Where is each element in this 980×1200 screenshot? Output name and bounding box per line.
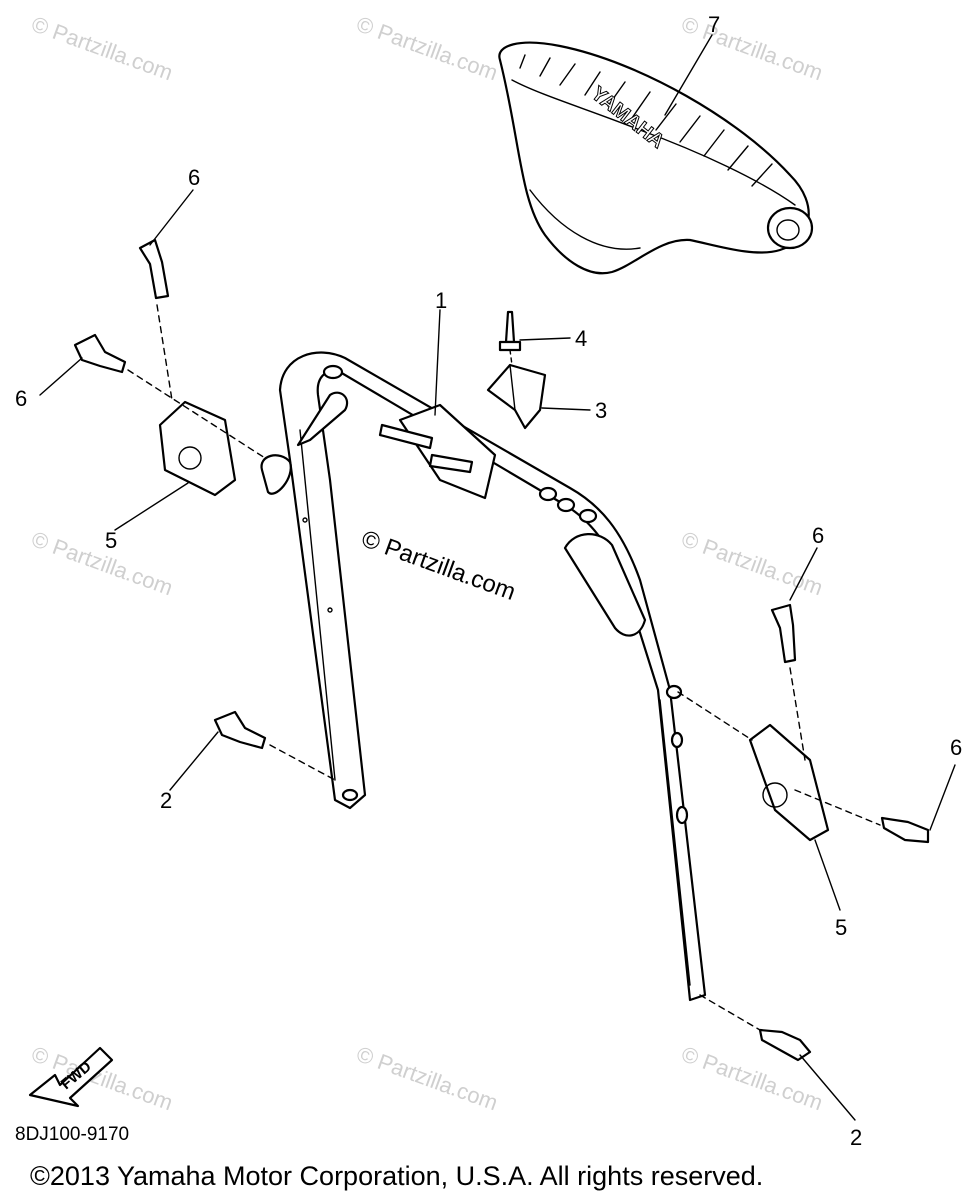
callout-label: 2 (160, 788, 172, 813)
watermark: © Partzilla.com (678, 11, 826, 85)
callout-label: 3 (595, 398, 607, 423)
bolts[interactable] (73, 238, 930, 1062)
watermark: © Partzilla.com (28, 526, 176, 600)
leader-lines (39, 34, 956, 1121)
right-bracket-part-5[interactable] (748, 723, 830, 842)
callout-label: 5 (835, 915, 847, 940)
rivet-part-4[interactable] (498, 310, 522, 352)
callout-label: 2 (850, 1125, 862, 1150)
callout-label: 1 (435, 288, 447, 313)
callout-label: 7 (708, 12, 720, 37)
watermark: © Partzilla.com (353, 11, 501, 85)
callout-labels: 7 1 4 3 6 6 5 2 6 6 5 2 (15, 12, 962, 1150)
watermark: © Partzilla.com (678, 526, 826, 600)
copyright-notice: ©2013 Yamaha Motor Corporation, U.S.A. A… (30, 1161, 763, 1191)
callout-label: 6 (188, 165, 200, 190)
watermark: © Partzilla.com (28, 11, 176, 85)
seat-part-7[interactable]: YAMAHA (498, 41, 814, 275)
callout-label: 5 (105, 528, 117, 553)
callout-label: 6 (812, 523, 824, 548)
callout-label: 4 (575, 326, 587, 351)
diagram-code: 8DJ100-9170 (15, 1124, 129, 1145)
callout-label: 6 (15, 386, 27, 411)
watermark-center: © Partzilla.com (358, 525, 519, 606)
callout-label: 6 (950, 735, 962, 760)
handlebar-frame-part-1[interactable] (278, 351, 707, 1002)
connection-lines (127, 304, 881, 1031)
watermark: © Partzilla.com (353, 1041, 501, 1115)
bracket-part-3[interactable] (486, 363, 547, 430)
left-bracket-part-5[interactable] (158, 400, 292, 497)
